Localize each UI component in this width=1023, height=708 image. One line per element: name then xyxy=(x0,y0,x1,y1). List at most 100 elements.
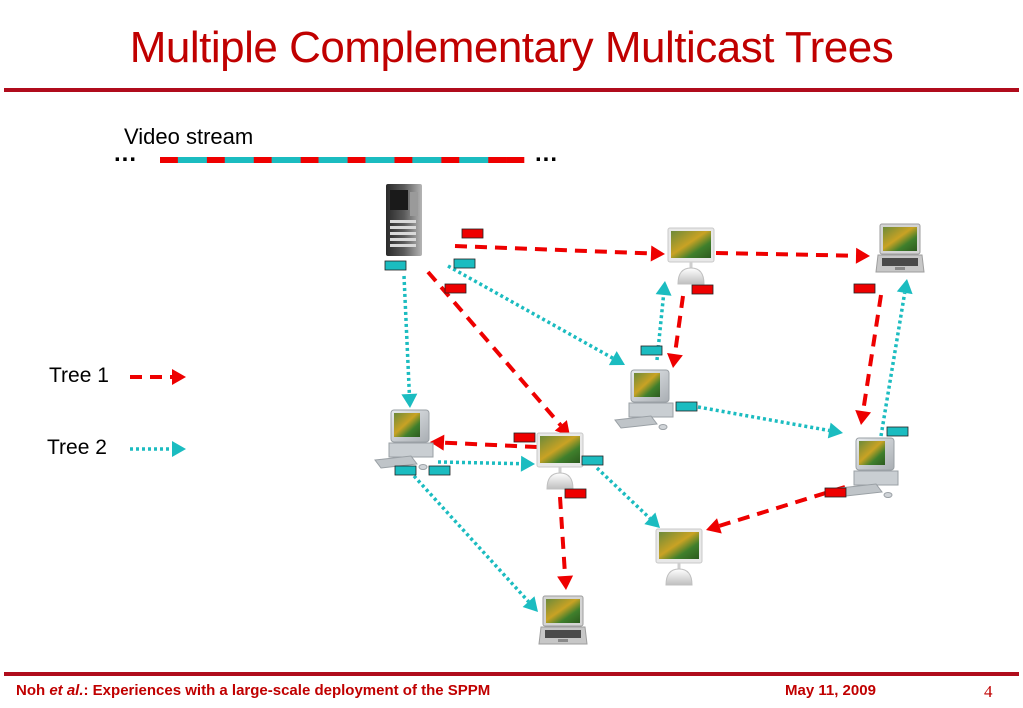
legend-tree2-label: Tree 2 xyxy=(47,436,107,459)
edge-tree2-desktop-left-to-laptop-bottom-arrowhead xyxy=(522,596,538,612)
edge-tree2-desktop-left-to-imac-center-arrowhead xyxy=(520,455,535,472)
edge-tree1-desktop-right-to-imac-bottom-line xyxy=(718,485,846,528)
edge-tree2-source-to-desktop-left xyxy=(401,275,418,408)
edge-tree1-desktop-right-to-imac-bottom xyxy=(706,485,846,534)
footer-author: Noh xyxy=(16,682,50,699)
edge-tree2-source-to-desktop-mid xyxy=(447,264,625,366)
page-number: 4 xyxy=(984,682,993,701)
nodes-layer xyxy=(374,184,925,645)
edge-tree2-desktop-right-to-laptop-top-right-line xyxy=(879,292,907,437)
node-desktop-left-desktop-icon xyxy=(374,409,434,470)
edge-tree1-imac-center-to-laptop-bottom xyxy=(557,496,574,590)
edge-tree1-imac-center-to-laptop-bottom-arrowhead xyxy=(557,575,574,590)
edge-tree2-desktop-mid-to-desktop-right-line xyxy=(697,405,830,433)
edge-tree1-imac-top-to-laptop-top-right-arrowhead xyxy=(855,247,870,264)
edge-tree1-imac-center-to-laptop-bottom-line xyxy=(558,496,568,577)
packet-tree2 xyxy=(640,345,663,356)
edge-tree2-desktop-left-to-imac-center-line xyxy=(437,460,522,466)
packets-layer xyxy=(384,228,909,499)
node-desktop-mid-desktop-icon xyxy=(614,369,674,430)
packet-tree1 xyxy=(824,487,847,498)
stream-segment-tree2 xyxy=(224,157,255,163)
edge-tree2-desktop-mid-to-desktop-right-arrowhead xyxy=(827,422,843,439)
packet-tree1 xyxy=(564,488,587,499)
packet-tree2 xyxy=(384,260,407,271)
stream-segment-tree1 xyxy=(206,157,226,163)
edge-tree1-source-to-imac-center-arrowhead xyxy=(554,420,570,436)
node-laptop-bottom-laptop-icon xyxy=(538,595,588,645)
footer-date: May 11, 2009 xyxy=(785,682,876,699)
stream-ellipsis-left: ... xyxy=(114,140,138,167)
edge-tree1-laptop-top-right-to-desktop-right xyxy=(855,294,883,425)
legend-tree1-arrow-arrowhead xyxy=(172,369,186,385)
stream-segment-tree1 xyxy=(441,157,460,163)
footer-citation: Noh et al.: Experiences with a large-sca… xyxy=(16,682,490,699)
packet-tree2 xyxy=(394,465,417,476)
stream-segment-tree2 xyxy=(459,157,489,163)
stream-segment-tree2 xyxy=(271,157,301,163)
edge-tree2-source-to-desktop-mid-line xyxy=(447,264,614,360)
node-laptop-top-right-laptop-icon xyxy=(875,223,925,273)
edge-tree1-laptop-top-right-to-desktop-right-line xyxy=(861,294,883,412)
edge-tree1-imac-center-to-desktop-left-line xyxy=(443,440,538,449)
edge-tree2-imac-center-to-imac-bottom-arrowhead xyxy=(644,512,660,528)
slide-title: Multiple Complementary Multicast Trees xyxy=(129,23,894,72)
legend-tree2-arrow-arrowhead xyxy=(172,441,186,457)
edge-tree1-source-to-imac-center-line xyxy=(426,270,563,427)
packet-tree1 xyxy=(691,284,714,295)
edge-tree2-desktop-mid-to-imac-top xyxy=(655,281,672,361)
edge-tree2-desktop-left-to-laptop-bottom xyxy=(412,474,538,612)
edge-tree2-desktop-right-to-laptop-top-right xyxy=(879,279,913,437)
edge-tree1-source-to-imac-top-arrowhead xyxy=(650,245,665,262)
legend-lines xyxy=(130,369,186,457)
node-imac-top-imac-icon xyxy=(667,227,715,285)
legend-tree1-arrow xyxy=(130,369,186,385)
edge-tree1-laptop-top-right-to-desktop-right-arrowhead xyxy=(855,409,872,425)
footer-divider xyxy=(4,672,1019,676)
stream-segment-tree2 xyxy=(177,157,208,163)
edge-tree1-imac-top-to-laptop-top-right xyxy=(715,247,870,264)
node-imac-bottom-imac-icon xyxy=(655,528,703,586)
edge-tree1-imac-top-to-desktop-mid xyxy=(667,295,685,368)
stream-segment-tree1 xyxy=(488,157,507,163)
video-stream-bar xyxy=(160,157,525,163)
edge-tree2-desktop-mid-to-imac-top-line xyxy=(655,294,666,361)
video-stream-label: Video stream xyxy=(124,124,254,149)
stream-segment-tree1 xyxy=(394,157,413,163)
packet-tree2 xyxy=(675,401,698,412)
edge-tree1-imac-top-to-desktop-mid-line xyxy=(672,295,685,355)
edge-tree2-imac-center-to-imac-bottom xyxy=(595,466,660,528)
stream-segment-tree1 xyxy=(506,157,525,163)
packet-tree2 xyxy=(428,465,451,476)
packet-tree2 xyxy=(453,258,476,269)
edge-tree2-desktop-left-to-laptop-bottom-line xyxy=(412,474,530,603)
legend-tree1-label: Tree 1 xyxy=(49,364,109,387)
node-source-server-tower-icon xyxy=(386,184,422,256)
edge-tree2-desktop-mid-to-imac-top-arrowhead xyxy=(655,281,672,296)
stream-segment-tree1 xyxy=(347,157,366,163)
edge-tree2-desktop-mid-to-desktop-right xyxy=(697,405,843,439)
packet-tree1 xyxy=(513,432,536,443)
edge-tree1-imac-center-to-desktop-left-arrowhead xyxy=(430,434,445,451)
edge-tree2-imac-center-to-imac-bottom-line xyxy=(595,466,652,520)
node-imac-center-imac-icon xyxy=(536,432,584,490)
edge-tree1-imac-top-to-laptop-top-right-line xyxy=(715,251,857,258)
edge-tree2-desktop-left-to-imac-center xyxy=(437,455,535,472)
packet-tree2 xyxy=(886,426,909,437)
edge-tree1-source-to-imac-top-line xyxy=(454,244,652,256)
stream-segment-tree1 xyxy=(160,157,179,163)
stream-segment-tree1 xyxy=(253,157,272,163)
edge-tree2-desktop-right-to-laptop-top-right-arrowhead xyxy=(896,279,913,295)
edges-layer xyxy=(401,244,913,612)
edge-tree1-source-to-imac-center xyxy=(426,270,570,436)
edge-tree2-source-to-desktop-left-arrowhead xyxy=(401,393,418,408)
edge-tree1-desktop-right-to-imac-bottom-arrowhead xyxy=(706,518,722,534)
packet-tree2 xyxy=(581,455,604,466)
stream-ellipsis-right: ... xyxy=(535,140,559,167)
edge-tree2-source-to-desktop-mid-arrowhead xyxy=(608,351,625,366)
footer-author-etal: et al. xyxy=(49,682,84,699)
node-desktop-right-desktop-icon xyxy=(839,437,899,498)
packet-tree1 xyxy=(444,283,467,294)
edge-tree1-source-to-imac-top xyxy=(454,244,665,262)
packet-tree1 xyxy=(853,283,876,294)
